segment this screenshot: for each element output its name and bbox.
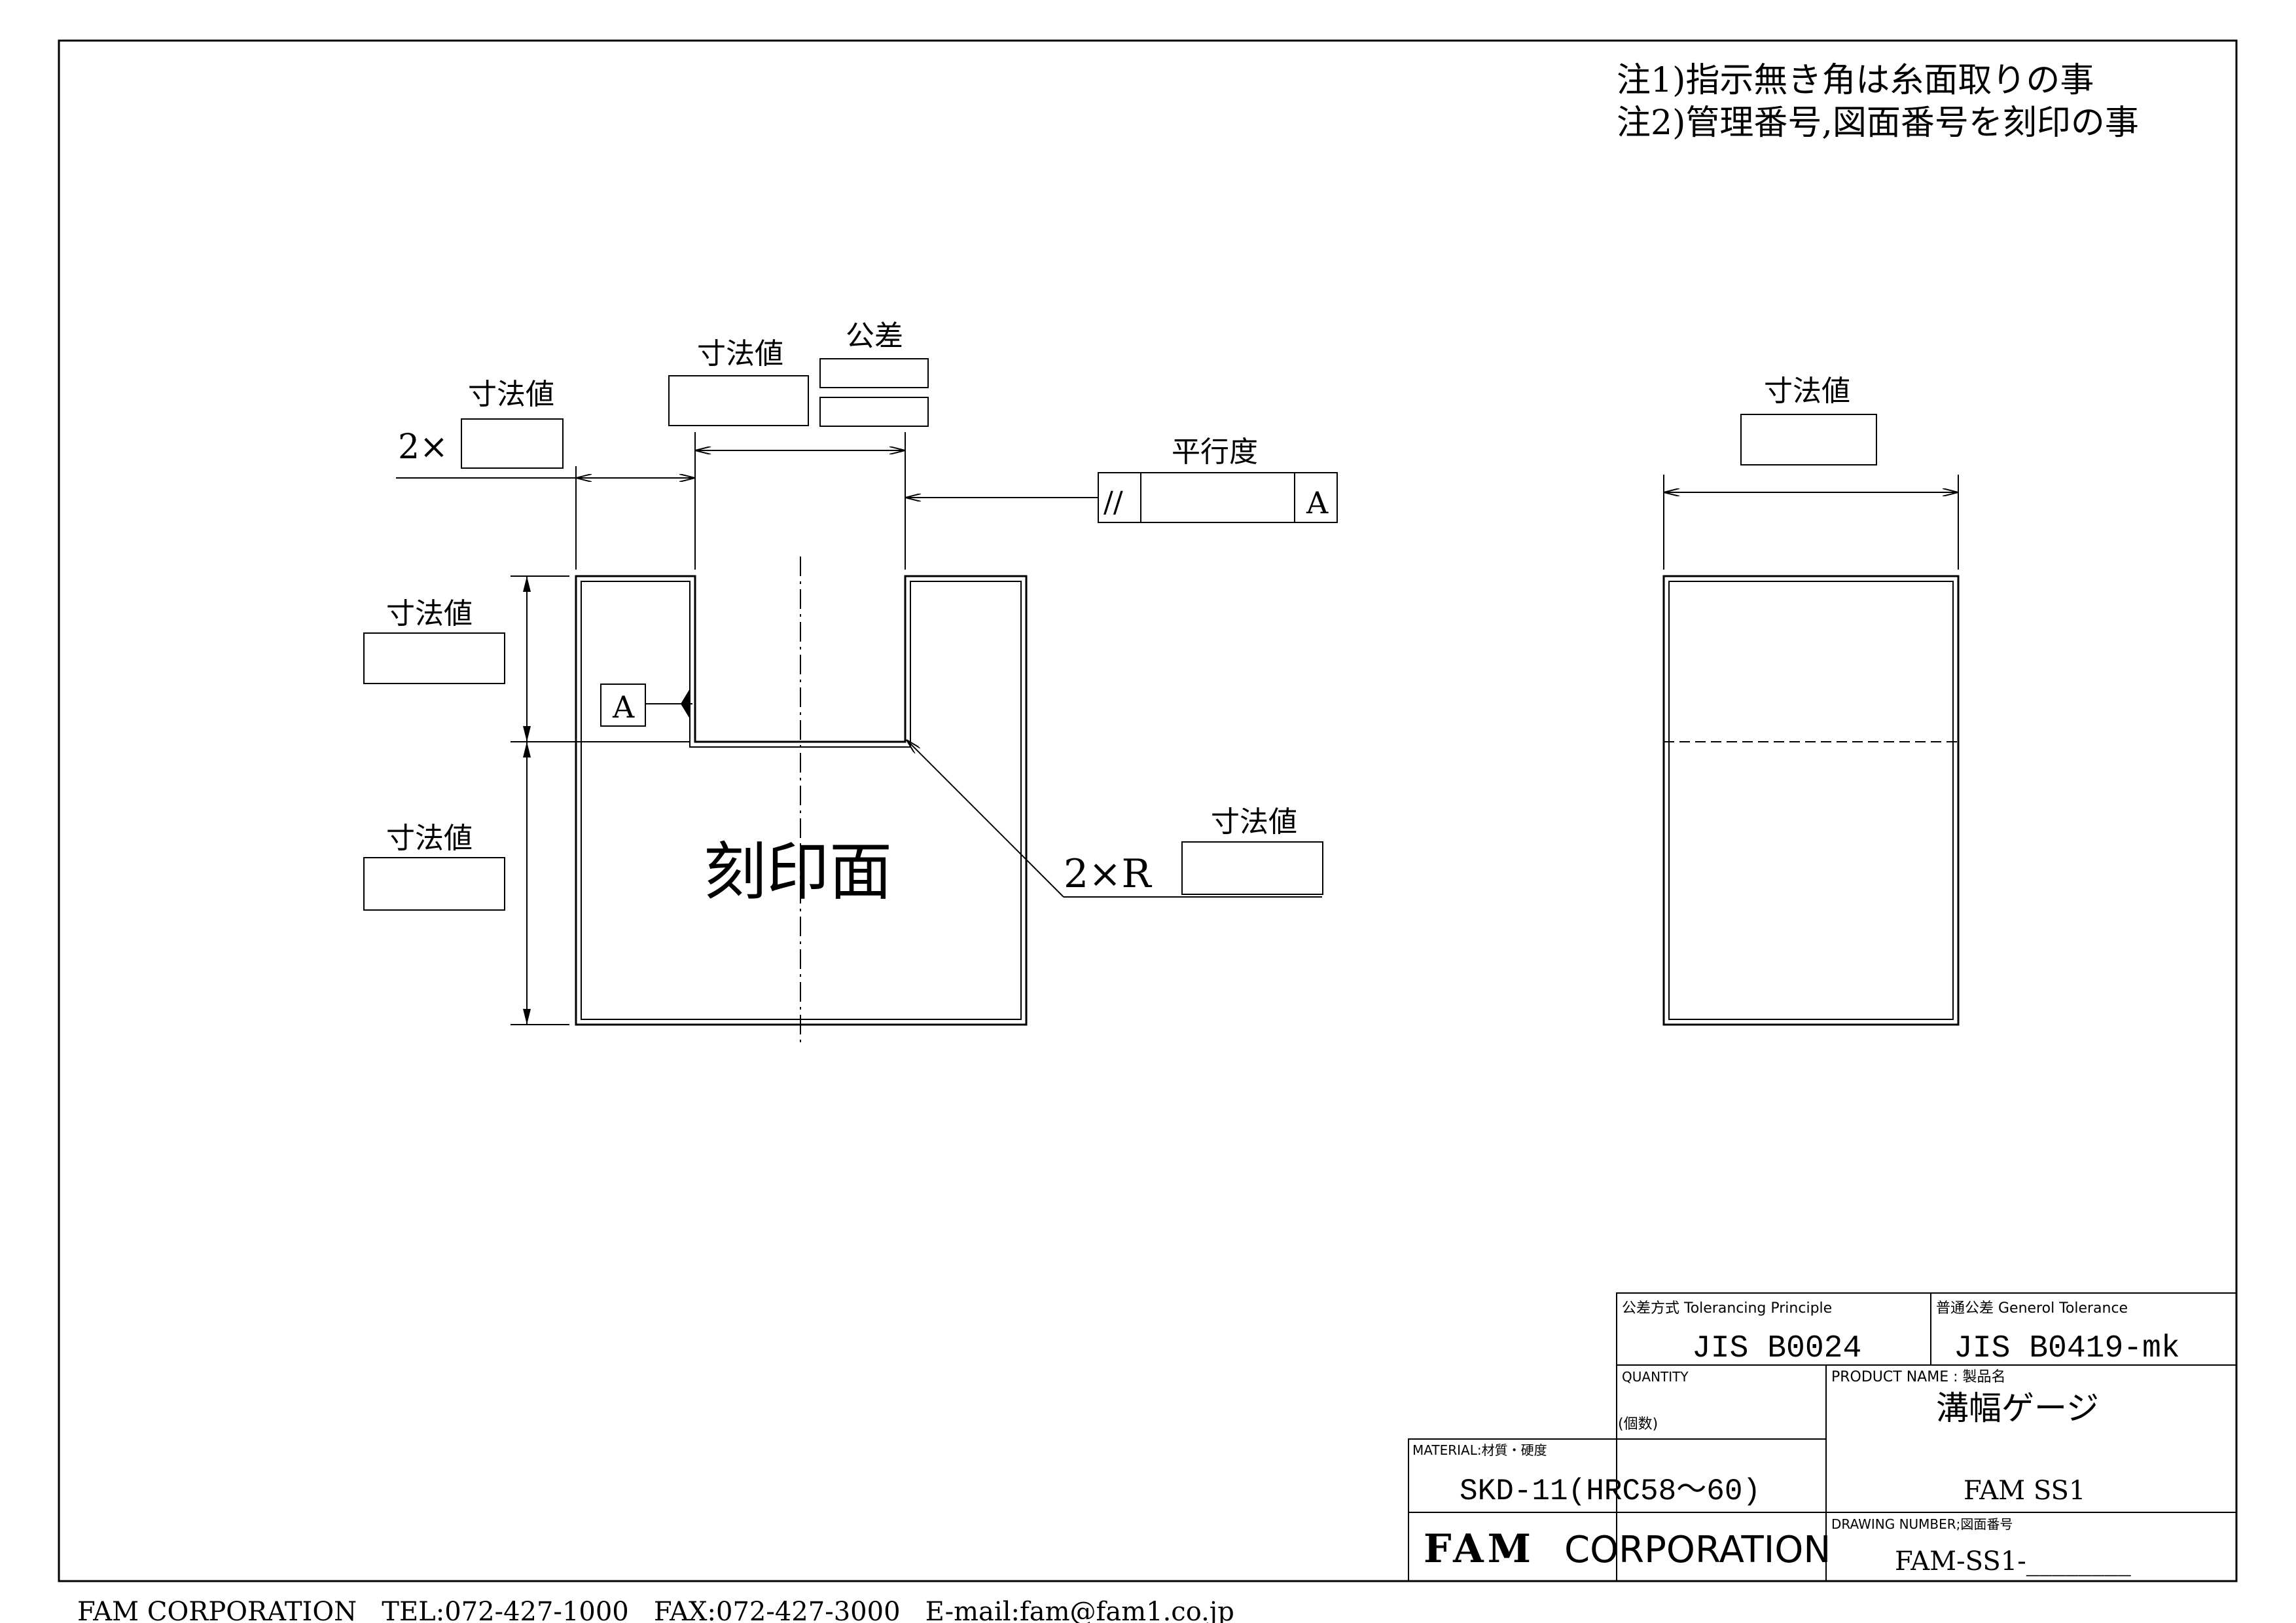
footer-contact: FAM CORPORATION TEL:072-427-1000 FAX:072…: [77, 1597, 1234, 1623]
radius-prefix: 2×R: [1064, 851, 1152, 897]
general-tolerance-value: JIS B0419-mk: [1954, 1331, 2180, 1366]
side-width-dim-box[interactable]: [1740, 414, 1877, 465]
tolerance-label: 公差: [846, 319, 903, 353]
lower-tolerance-box[interactable]: [819, 397, 929, 427]
note-2: 注2)管理番号,図面番号を刻印の事: [1617, 103, 2139, 143]
product-code: FAM SS1: [1964, 1476, 2085, 1506]
product-name: 溝幅ゲージ: [1936, 1389, 2099, 1427]
front-view: [396, 432, 1322, 1044]
groove-depth-dim-label: 寸法値: [386, 597, 473, 630]
drawing-number: FAM-SS1-________: [1895, 1546, 2131, 1577]
radius-leader: [906, 740, 1064, 898]
note-1: 注1)指示無き角は糸面取りの事: [1617, 61, 2094, 100]
part-outline-inner: [581, 581, 1022, 1020]
stamp-face-label: 刻印面: [704, 835, 892, 909]
datum-tag-box: [600, 684, 646, 727]
shoulder-dim-box[interactable]: [461, 418, 564, 469]
parallelism-label: 平行度: [1172, 435, 1258, 469]
company-logo-bold: FAM: [1424, 1526, 1535, 1572]
groove-depth-dim-box[interactable]: [363, 632, 505, 684]
material-value: SKD-11(HRC58～60): [1460, 1474, 1761, 1508]
general-tolerance-label: 普通公差 Generol Tolerance: [1936, 1300, 2128, 1317]
upper-tolerance-box[interactable]: [819, 358, 929, 388]
product-name-label: PRODUCT NAME : 製品名: [1831, 1369, 2006, 1385]
groove-width-dim-box[interactable]: [668, 375, 809, 426]
side-width-dim-label: 寸法値: [1764, 374, 1850, 408]
sheet-border: [58, 39, 2238, 1582]
datum-triangle: [681, 689, 690, 719]
tolerancing-principle-label: 公差方式 Tolerancing Principle: [1622, 1300, 1832, 1317]
times2-prefix: 2×: [398, 428, 448, 467]
side-outline: [1662, 575, 1960, 1026]
parallelism-frame[interactable]: [1098, 472, 1338, 523]
part-outline: [575, 575, 1028, 1026]
shoulder-dim-label: 寸法値: [468, 378, 554, 411]
title-block: [1408, 1292, 2237, 1582]
radius-dim-label: 寸法値: [1211, 805, 1297, 839]
datum-tag-letter: A: [612, 689, 635, 725]
tolerancing-principle-value: JIS B0024: [1692, 1331, 1861, 1366]
base-height-dim-box[interactable]: [363, 857, 505, 911]
side-view: [1662, 475, 1960, 1026]
material-label: MATERIAL:材質・硬度: [1412, 1442, 1547, 1458]
parallel-symbol: //: [1103, 486, 1123, 519]
quantity-label: QUANTITY: [1622, 1369, 1689, 1385]
company-logo-rest: CORPORATION: [1564, 1529, 1831, 1571]
radius-dim-box[interactable]: [1181, 841, 1323, 895]
quantity-unit: (個数): [1618, 1416, 1658, 1432]
groove-width-dim-label: 寸法値: [697, 337, 783, 371]
drawing-number-label: DRAWING NUMBER;図面番号: [1831, 1516, 2013, 1532]
base-height-dim-label: 寸法値: [386, 822, 473, 855]
parallelism-datum-ref: A: [1306, 485, 1329, 520]
